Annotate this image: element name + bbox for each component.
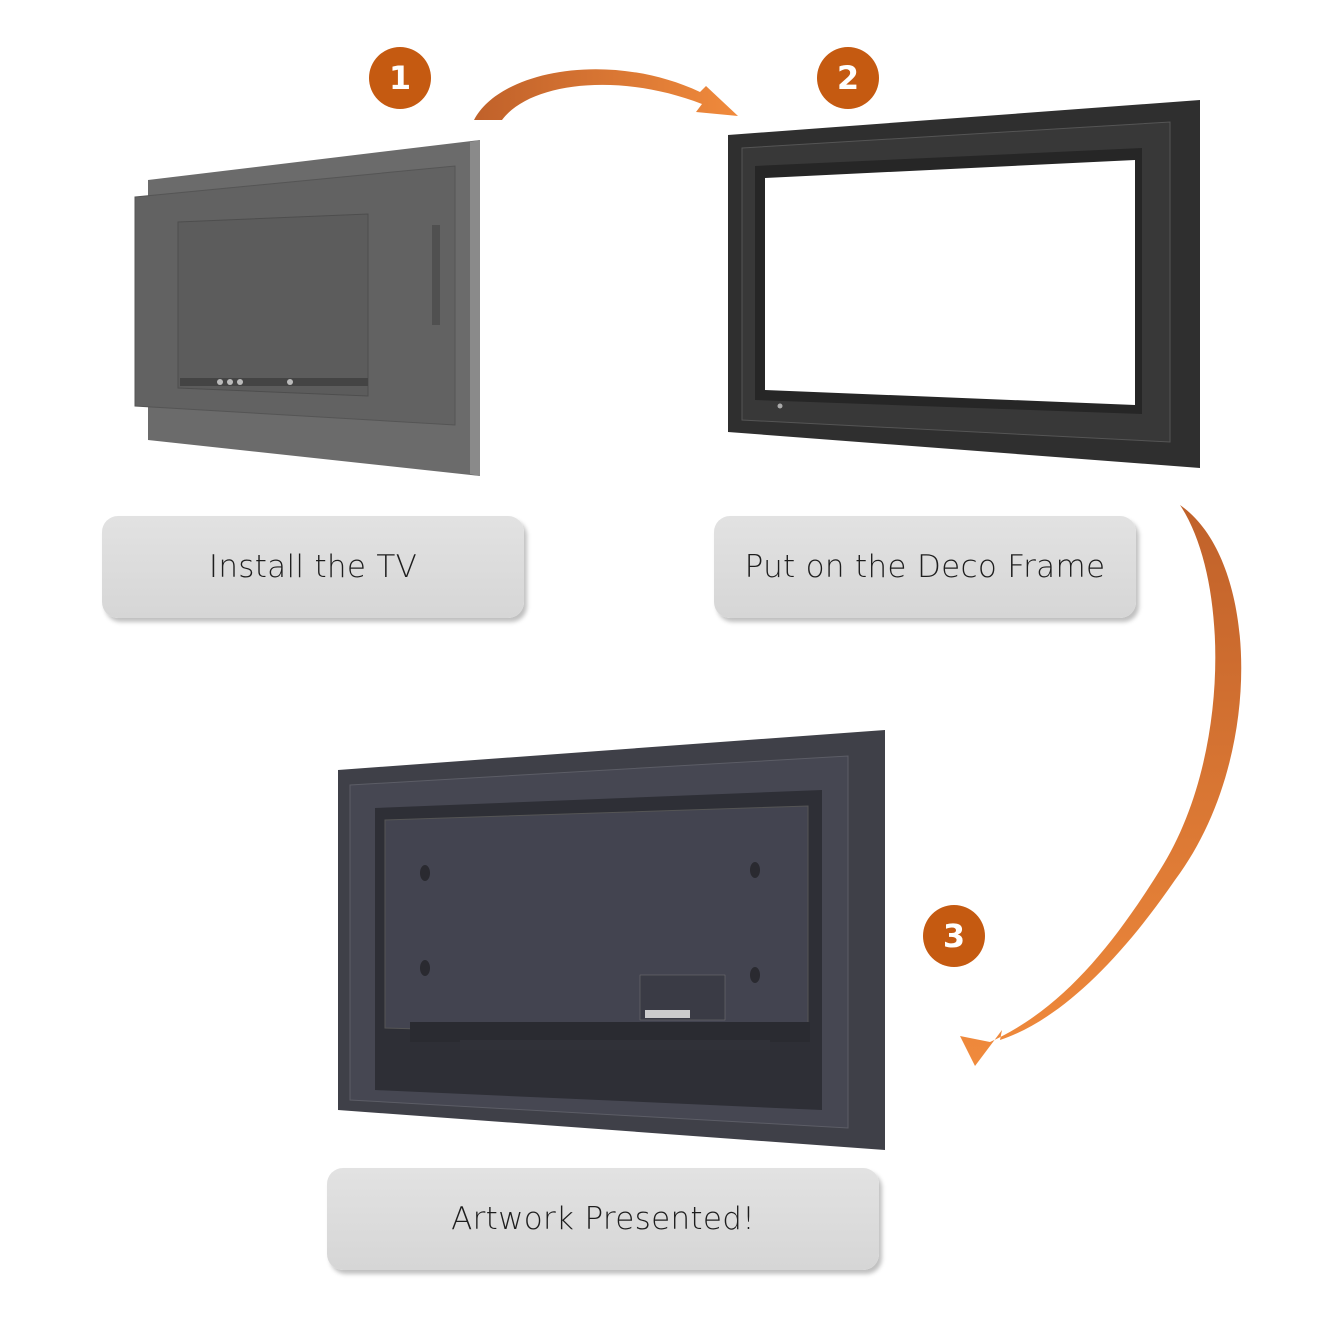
step-2-badge: 2	[817, 47, 879, 109]
framed-tv-back-image	[338, 730, 885, 1150]
deco-frame-image	[728, 100, 1200, 468]
step-3-label: Artwork Presented!	[327, 1168, 879, 1270]
tv-back-image	[134, 140, 480, 476]
arrow-step1-to-step2	[474, 69, 738, 120]
step-1-label: Install the TV	[102, 516, 524, 618]
step-1-badge: 1	[369, 47, 431, 109]
step-2-label: Put on the Deco Frame	[714, 516, 1136, 618]
arrow-step2-to-step3	[960, 505, 1242, 1066]
step-3-badge: 3	[923, 905, 985, 967]
